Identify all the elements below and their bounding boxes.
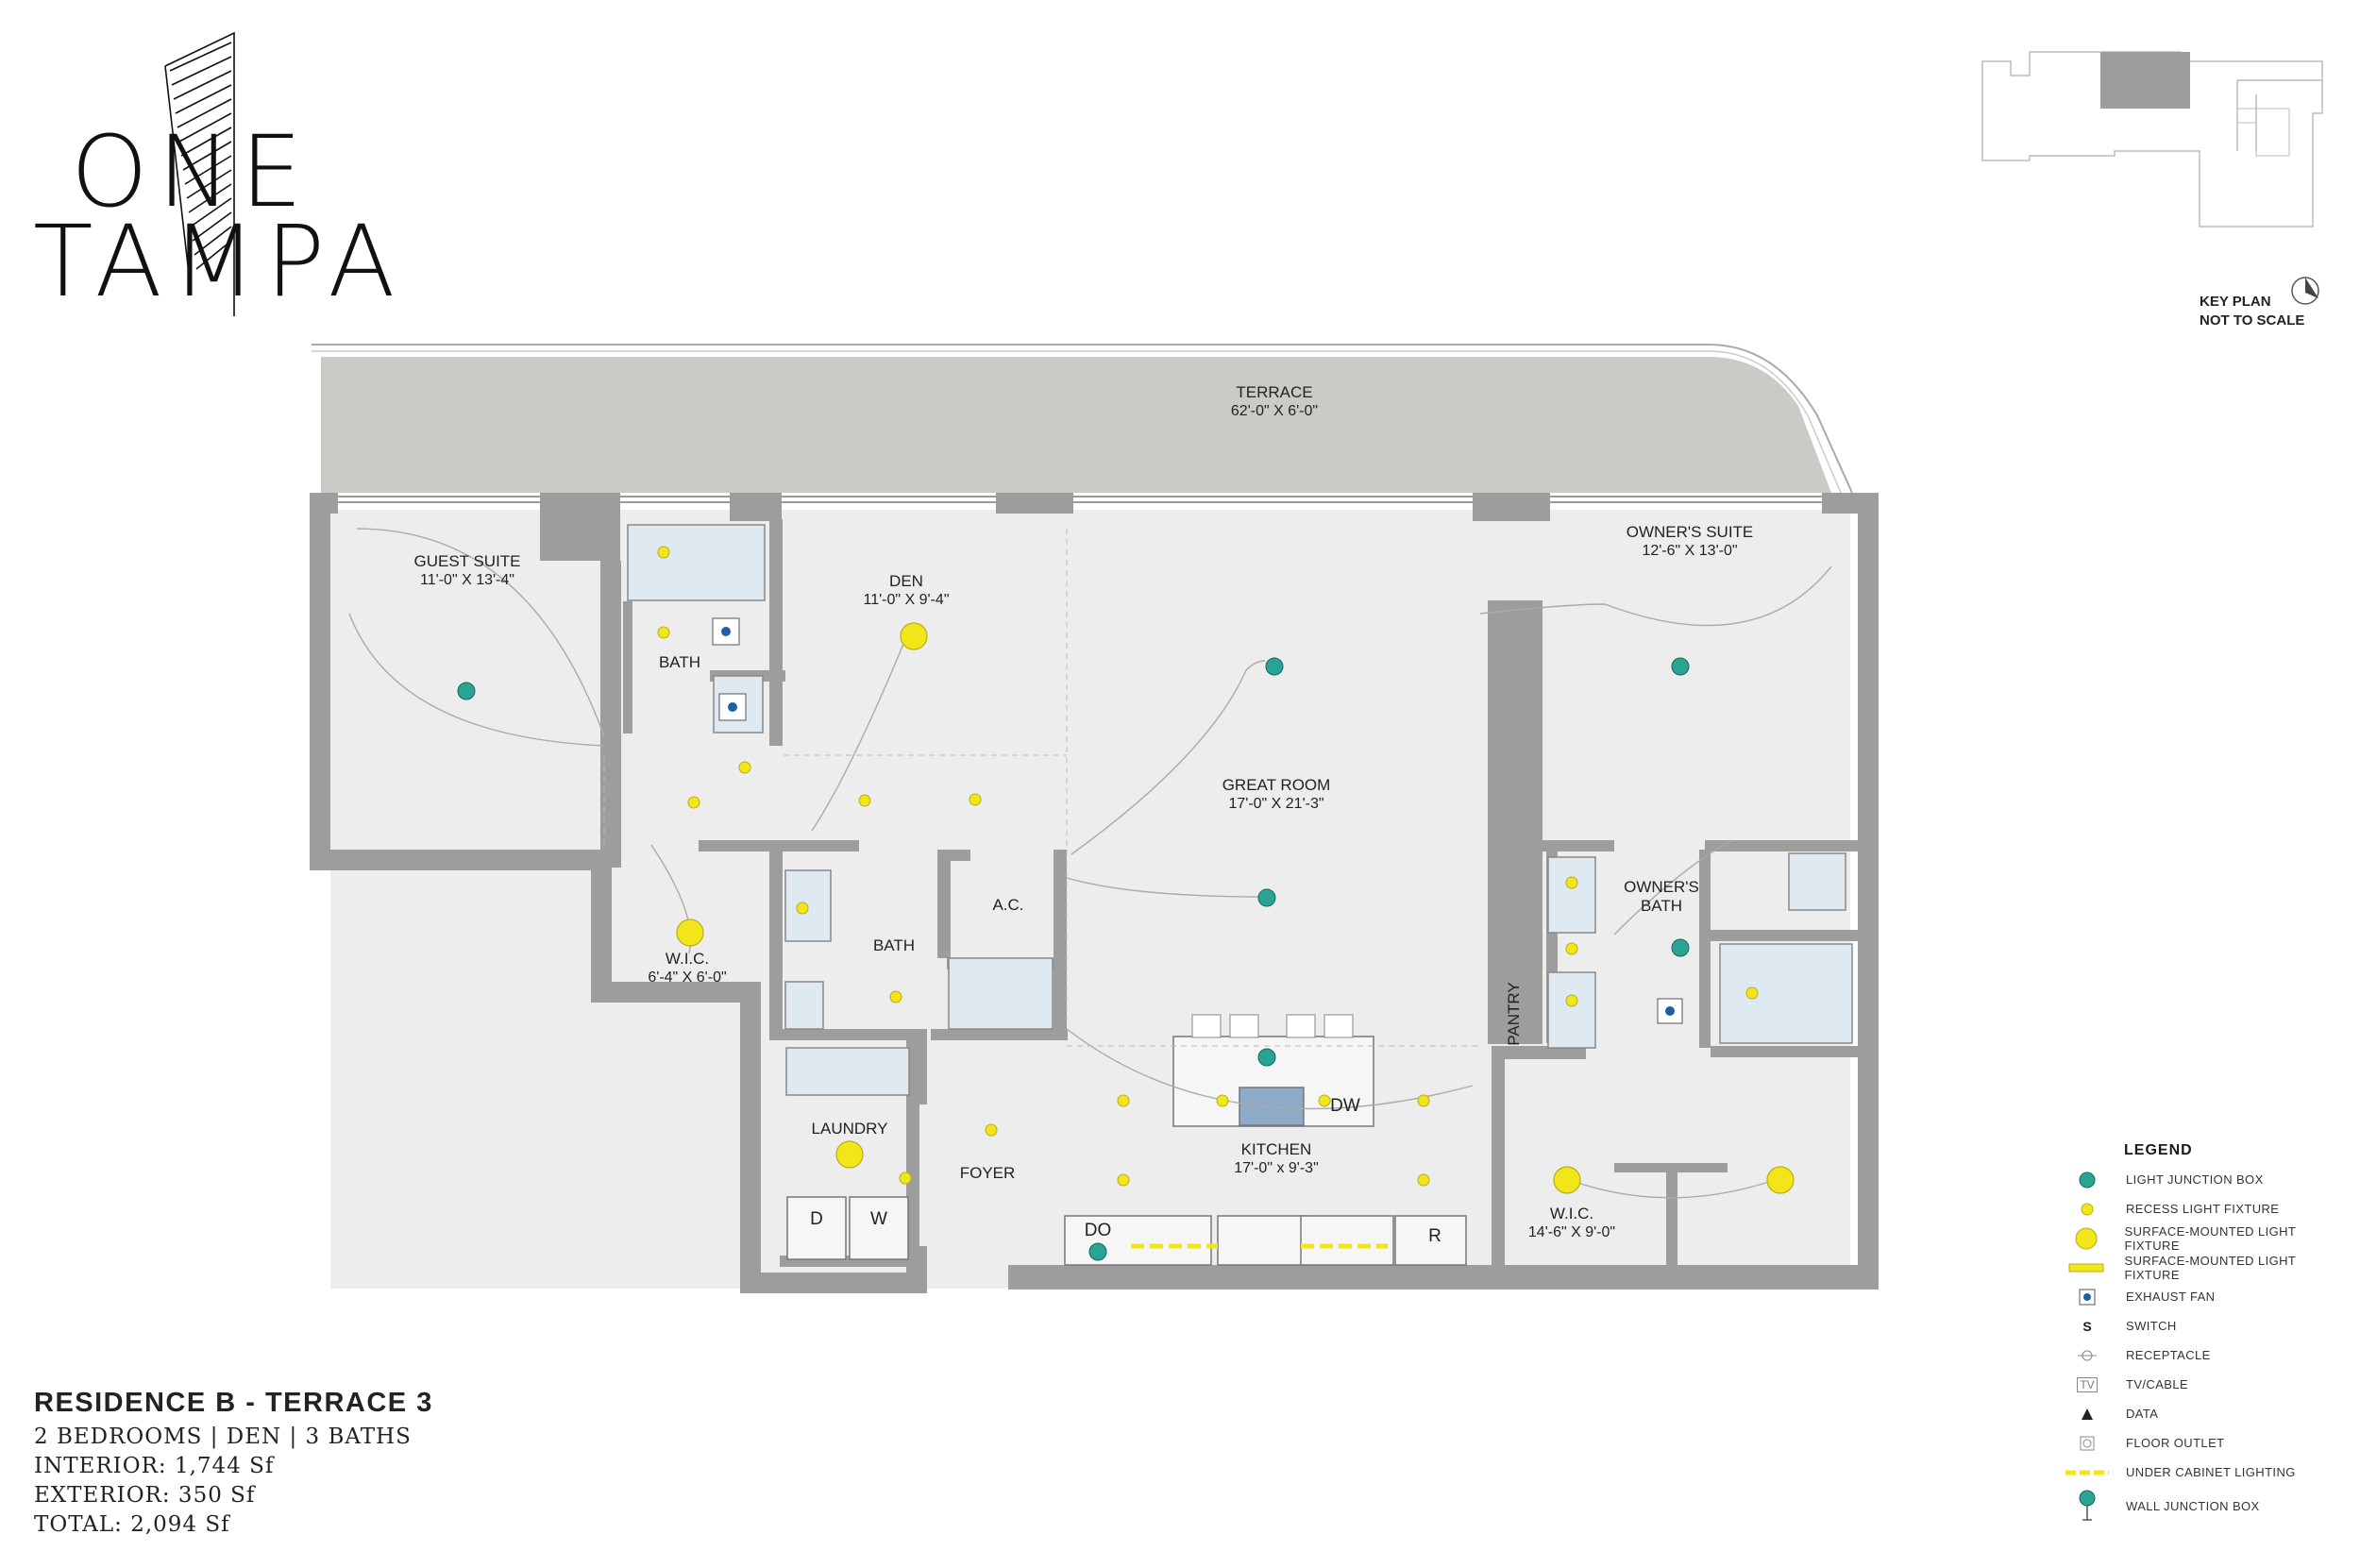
key-plan-title: KEY PLAN bbox=[2200, 294, 2271, 310]
legend-item: FLOOR OUTLET bbox=[2048, 1428, 2351, 1458]
room-ac: A.C. bbox=[992, 896, 1024, 914]
room-laundry: LAUNDRY bbox=[811, 1120, 888, 1138]
receptacle-icon bbox=[2078, 1350, 2097, 1360]
legend-item: S SWITCH bbox=[2048, 1311, 2351, 1340]
refrigerator-label: R bbox=[1428, 1226, 1441, 1246]
legend-item: RECEPTACLE bbox=[2048, 1340, 2351, 1370]
washer-label: W bbox=[870, 1209, 887, 1229]
legend-item: SURFACE-MOUNTED LIGHT FIXTURE bbox=[2048, 1223, 2351, 1253]
data-icon bbox=[2082, 1408, 2093, 1420]
terrace-area bbox=[321, 357, 1831, 493]
legend-label: SURFACE-MOUNTED LIGHT FIXTURE bbox=[2124, 1253, 2297, 1282]
legend-item: RECESS LIGHT FIXTURE bbox=[2048, 1194, 2351, 1223]
legend: LEGEND LIGHT JUNCTION BOX RECESS LIGHT F… bbox=[2048, 1142, 2351, 1525]
legend-label: SURFACE-MOUNTED LIGHT FIXTURE bbox=[2124, 1223, 2297, 1253]
legend-item: DATA bbox=[2048, 1399, 2351, 1428]
tower-logo-icon bbox=[164, 31, 235, 316]
wall-junction-box-icon bbox=[2079, 1490, 2096, 1521]
brand-line-2: TAMPA bbox=[33, 204, 405, 319]
key-plan-diagram bbox=[1981, 51, 2323, 305]
legend-label: LIGHT JUNCTION BOX bbox=[2126, 1172, 2264, 1187]
legend-item: WALL JUNCTION BOX bbox=[2048, 1487, 2351, 1525]
tv-cable-icon: TV bbox=[2077, 1376, 2098, 1392]
legend-item: EXHAUST FAN bbox=[2048, 1282, 2351, 1311]
room-foyer: FOYER bbox=[959, 1164, 1016, 1182]
key-plan-subtitle: NOT TO SCALE bbox=[2200, 312, 2305, 329]
residence-exterior: EXTERIOR: 350 Sf bbox=[34, 1483, 256, 1508]
key-plan: KEY PLAN NOT TO SCALE bbox=[1954, 28, 2332, 340]
dishwasher-label: DW bbox=[1330, 1096, 1360, 1116]
legend-item: UNDER CABINET LIGHTING bbox=[2048, 1458, 2351, 1487]
recess-light-icon bbox=[2081, 1203, 2094, 1215]
logo: ONE TAMPA bbox=[28, 28, 396, 321]
under-cabinet-lighting-icon bbox=[2065, 1470, 2109, 1475]
light-junction-box-icon bbox=[2079, 1172, 2096, 1188]
legend-label: WALL JUNCTION BOX bbox=[2126, 1498, 2260, 1513]
floor-outlet-icon bbox=[2080, 1436, 2095, 1450]
legend-label: RECEPTACLE bbox=[2126, 1348, 2211, 1362]
room-bath-guest: BATH bbox=[658, 653, 701, 671]
legend-title: LEGEND bbox=[2124, 1142, 2193, 1158]
legend-item: SURFACE-MOUNTED LIGHT FIXTURE bbox=[2048, 1253, 2351, 1282]
legend-label: FLOOR OUTLET bbox=[2126, 1436, 2225, 1450]
legend-item: LIGHT JUNCTION BOX bbox=[2048, 1165, 2351, 1194]
surface-light-bar-icon bbox=[2068, 1263, 2104, 1272]
room-bath-hall: BATH bbox=[872, 936, 916, 954]
legend-label: DATA bbox=[2126, 1407, 2159, 1421]
residence-total: TOTAL: 2,094 Sf bbox=[34, 1512, 230, 1537]
double-oven-label: DO bbox=[1084, 1221, 1112, 1240]
brand-line-1: ONE bbox=[71, 114, 312, 229]
north-arrow-icon bbox=[2291, 277, 2319, 305]
legend-label: SWITCH bbox=[2126, 1319, 2177, 1333]
switch-icon: S bbox=[2082, 1318, 2092, 1334]
room-pantry: PANTRY bbox=[1505, 982, 1523, 1046]
surface-light-icon bbox=[2075, 1227, 2098, 1249]
exhaust-fan-icon bbox=[2079, 1289, 2096, 1305]
residence-rooms: 2 BEDROOMS | DEN | 3 BATHS bbox=[34, 1425, 412, 1449]
legend-label: RECESS LIGHT FIXTURE bbox=[2126, 1202, 2280, 1216]
residence-title: RESIDENCE B - TERRACE 3 bbox=[34, 1388, 433, 1418]
legend-label: EXHAUST FAN bbox=[2126, 1290, 2216, 1304]
room-wic-guest: W.I.C.6'-4" X 6'-0" bbox=[648, 950, 727, 986]
legend-label: UNDER CABINET LIGHTING bbox=[2126, 1465, 2296, 1479]
dryer-label: D bbox=[810, 1209, 823, 1229]
residence-info: RESIDENCE B - TERRACE 3 2 BEDROOMS | DEN… bbox=[34, 1388, 433, 1540]
legend-label: TV/CABLE bbox=[2126, 1377, 2189, 1391]
legend-item: TV TV/CABLE bbox=[2048, 1370, 2351, 1399]
residence-interior: INTERIOR: 1,744 Sf bbox=[34, 1454, 275, 1478]
room-wic-owner: W.I.C.14'-6" X 9'-0" bbox=[1527, 1205, 1616, 1240]
